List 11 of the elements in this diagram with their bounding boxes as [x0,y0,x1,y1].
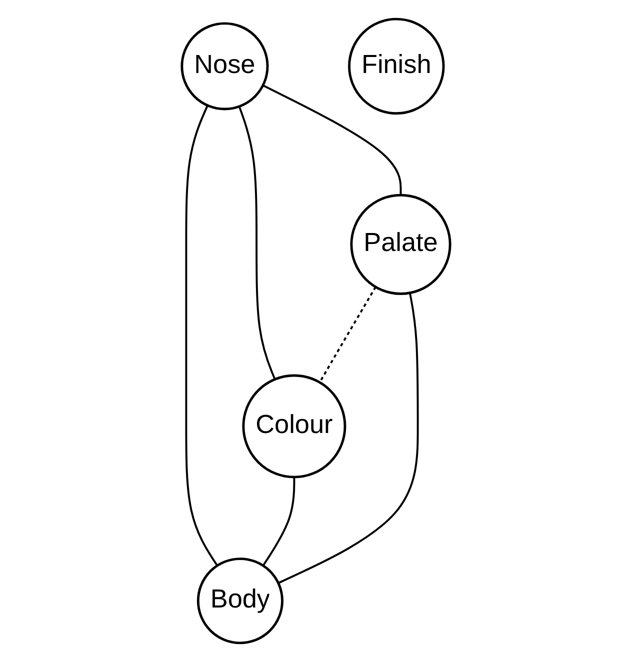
node-circle: Nose [180,22,269,110]
node-circle: Colour [242,374,346,478]
connector [262,477,296,566]
connector [238,106,276,380]
connector [278,292,419,584]
node-circle: Body [196,558,284,644]
node-circle: Palate [350,194,452,295]
connector [318,286,376,383]
connector [185,105,218,566]
node-circle: Finish [348,18,445,115]
connector [262,84,402,196]
